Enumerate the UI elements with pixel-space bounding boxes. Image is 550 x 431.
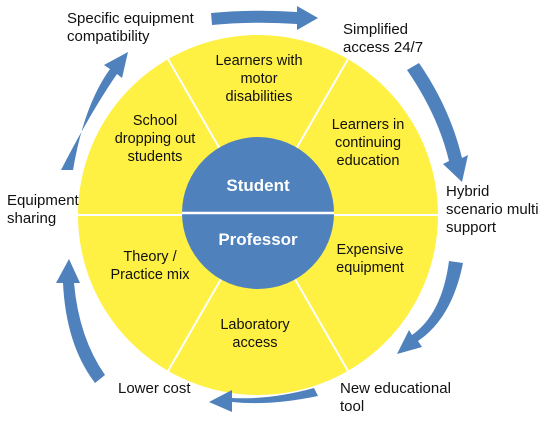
outer-label-lower-cost: Lower cost: [118, 380, 191, 397]
arrow-top-icon: [211, 6, 318, 30]
outer-label-hybrid-scenario: Hybrid scenario multi support: [446, 183, 539, 236]
cycle-arrows: [56, 6, 468, 412]
arrow-right-lower-icon: [397, 261, 463, 354]
outer-label-new-educational-tool: New educational tool: [340, 380, 451, 415]
segment-label-theory-practice-mix: Theory / Practice mix: [110, 249, 190, 283]
arrow-bottom-icon: [209, 388, 318, 412]
hub-label-student: Student: [226, 176, 290, 195]
outer-label-equipment-sharing: Equipment sharing: [7, 192, 79, 227]
arrow-left-upper-icon: [61, 52, 128, 170]
segment-label-continuing-education: Learners in continuing education: [331, 117, 405, 169]
outer-label-simplified-access: Simplified access 24/7: [343, 21, 424, 56]
segment-label-laboratory-access: Laboratory access: [220, 317, 290, 351]
segment-label-expensive-equipment: Expensive equipment: [336, 242, 404, 276]
arrow-right-upper-icon: [407, 63, 468, 182]
outer-label-specific-equipment-compatibility: Specific equipment compatibility: [67, 10, 194, 45]
segment-label-school-dropping-out: School dropping out students: [114, 113, 196, 165]
segment-label-motor-disabilities: Learners with motor disabilities: [215, 53, 303, 105]
hub-label-professor: Professor: [218, 230, 298, 249]
spoke-dividers: [78, 58, 438, 372]
arrow-left-lower-icon: [56, 259, 105, 383]
